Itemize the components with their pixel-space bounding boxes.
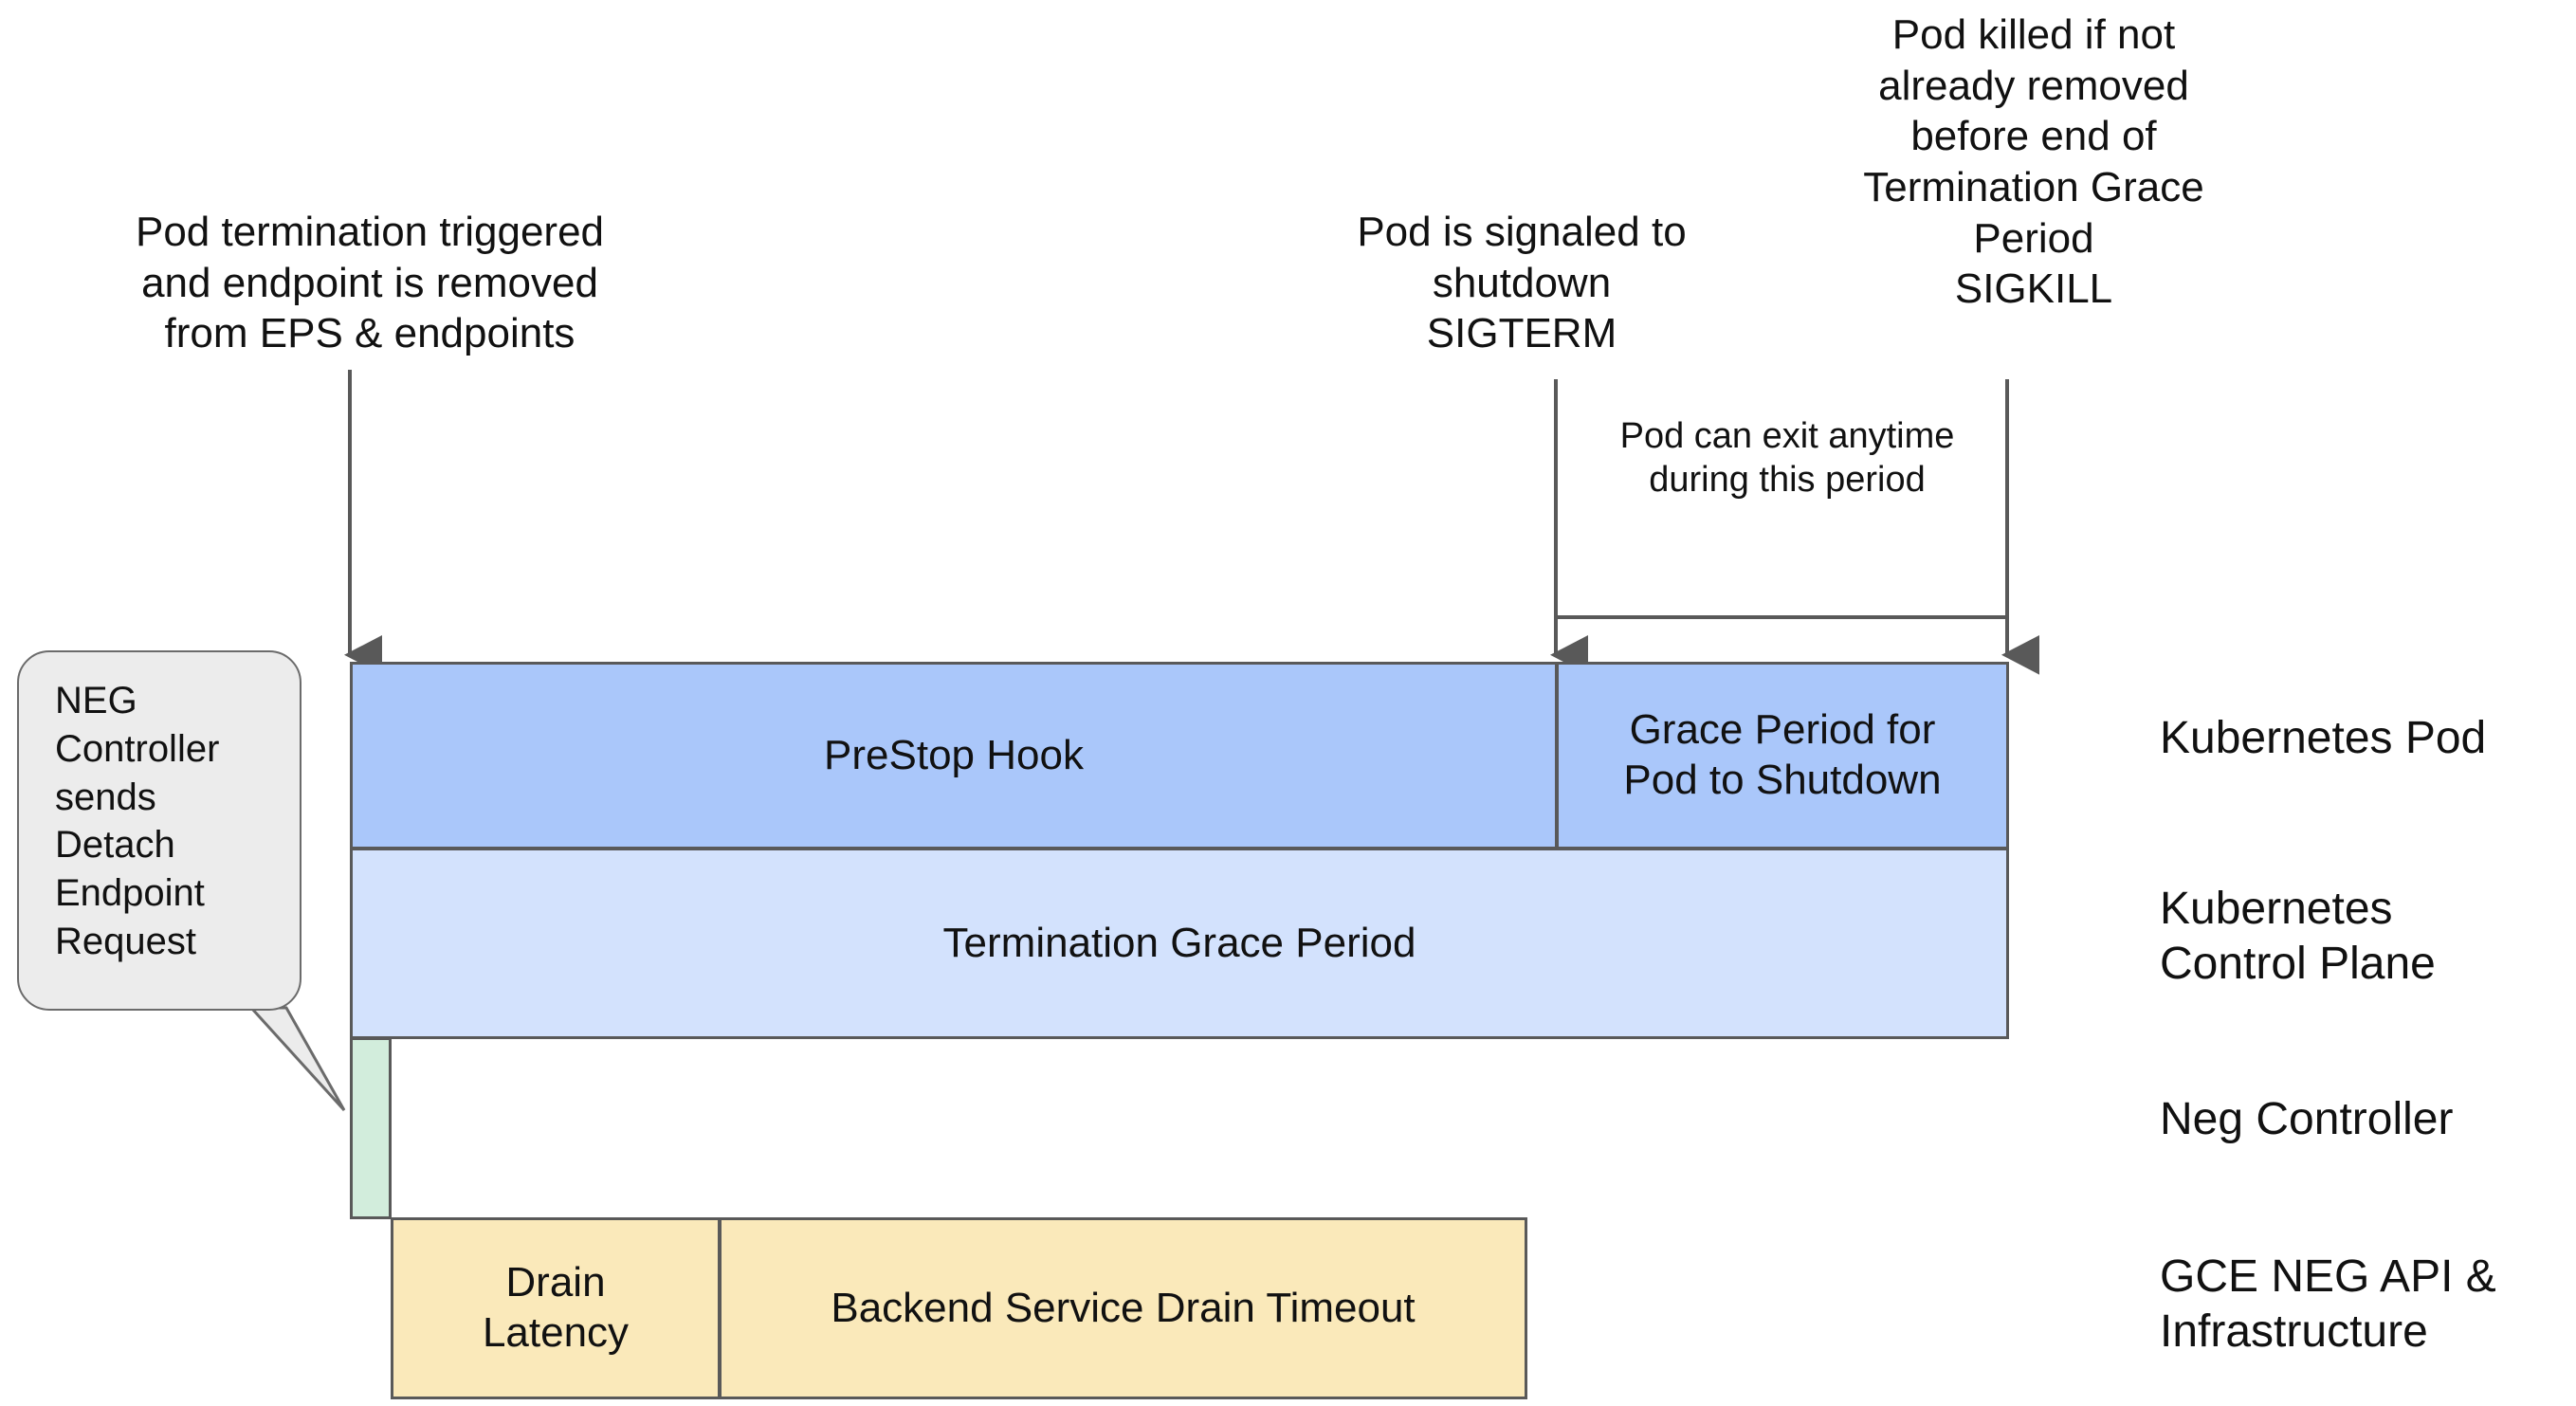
annotation-pod-killed-sigkill: Pod killed if not already removed before… — [1863, 11, 2204, 313]
bar-grace-period-pod-shutdown: Grace Period for Pod to Shutdown — [1556, 662, 2009, 849]
legend-kubernetes-pod: Kubernetes Pod — [2160, 713, 2487, 763]
neg-controller-callout: NEG Controller sends Detach Endpoint Req… — [17, 650, 301, 1011]
annotation-pod-termination-triggered: Pod termination triggered and endpoint i… — [135, 209, 605, 357]
annotation-pod-can-exit-anytime: Pod can exit anytime during this period — [1619, 416, 1955, 501]
legend-gce-neg-api: GCE NEG API & Infrastructure — [2160, 1251, 2496, 1357]
legend-neg-controller: Neg Controller — [2160, 1094, 2454, 1144]
bar-backend-service-drain-timeout: Backend Service Drain Timeout — [719, 1217, 1527, 1399]
bar-drain-latency: Drain Latency — [391, 1217, 721, 1399]
annotation-pod-signaled-shutdown: Pod is signaled to shutdown SIGTERM — [1357, 209, 1687, 357]
bar-termination-grace-period: Termination Grace Period — [350, 848, 2009, 1039]
callout-tail — [247, 1006, 346, 1112]
legend-kubernetes-control-plane: Kubernetes Control Plane — [2160, 884, 2436, 989]
bar-neg-controller — [350, 1037, 392, 1219]
bar-prestop-hook: PreStop Hook — [350, 662, 1558, 849]
